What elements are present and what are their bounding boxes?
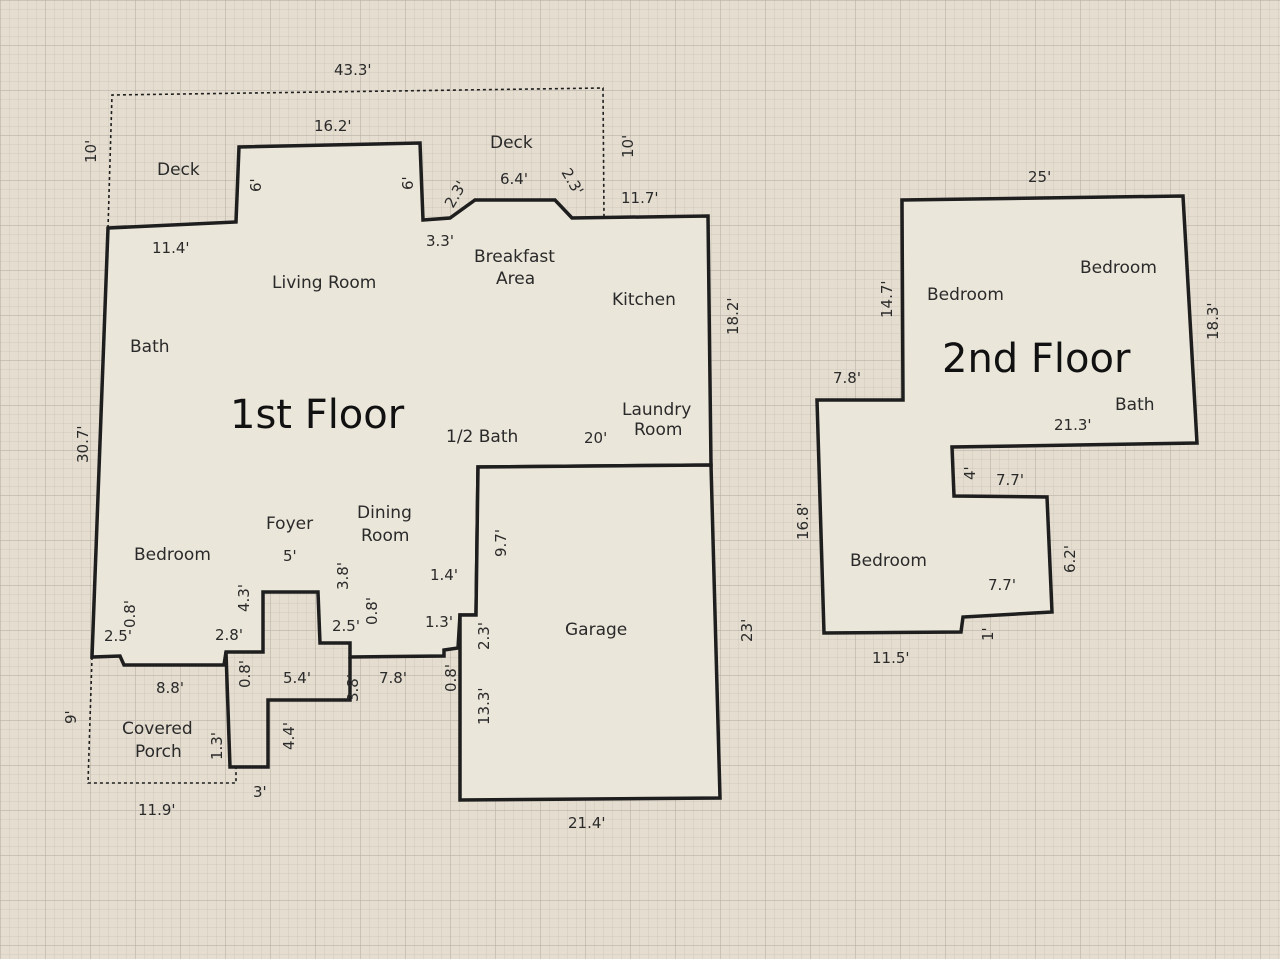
dim-23: 23' (738, 619, 756, 642)
dim-0-8-c: 0.8' (236, 660, 254, 688)
dim-0-8-d: 0.8' (442, 664, 460, 692)
dim-6-2: 6.2' (1061, 545, 1079, 573)
half-bath-label: 1/2 Bath (446, 427, 518, 447)
bedroom-2b-label: Bedroom (1080, 258, 1157, 278)
bedroom-2a-label: Bedroom (927, 285, 1004, 305)
living-room-label: Living Room (272, 273, 376, 293)
dining-label-2: Room (361, 526, 409, 546)
dim-7-7-a: 7.7' (996, 471, 1024, 489)
bath-label: Bath (130, 337, 170, 357)
dim-16-8: 16.8' (794, 502, 812, 540)
second-floor-outline (815, 194, 1199, 635)
bedroom-2c-label: Bedroom (850, 551, 927, 571)
foyer-label: Foyer (266, 514, 313, 534)
dim-7-8-a: 7.8' (379, 669, 407, 687)
dim-11-7: 11.7' (621, 189, 659, 207)
dim-2-3-c: 2.3' (475, 622, 493, 650)
dim-13-3: 13.3' (475, 687, 493, 725)
dim-43-3: 43.3' (334, 61, 372, 79)
dim-1: 1' (979, 627, 997, 641)
dining-label-1: Dining (357, 503, 412, 523)
garage (458, 463, 722, 802)
porch-label-1: Covered (122, 719, 193, 739)
dim-4-3: 4.3' (235, 584, 253, 612)
dim-25: 25' (1028, 168, 1051, 186)
dim-6-b: 6' (399, 176, 417, 190)
deck-left-label: Deck (157, 160, 200, 180)
breakfast-label-2: Area (496, 269, 535, 289)
dim-3: 3' (253, 783, 267, 801)
deck-right-label: Deck (490, 133, 533, 153)
dim-2-5-b: 2.5' (332, 617, 360, 635)
dim-14-7: 14.7' (878, 280, 896, 318)
dim-30-7: 30.7' (74, 425, 92, 463)
breakfast-label-1: Breakfast (474, 247, 555, 267)
dim-4-4: 4.4' (280, 722, 298, 750)
dim-5: 5' (283, 547, 297, 565)
deck-outline (107, 87, 605, 229)
dim-11-9: 11.9' (138, 801, 176, 819)
porch-label-2: Porch (135, 742, 182, 762)
laundry-label-1: Laundry (622, 400, 691, 420)
dim-7-8-b: 7.8' (833, 369, 861, 387)
dim-11-4: 11.4' (152, 239, 190, 257)
dim-10-left: 10' (82, 140, 100, 163)
kitchen-label: Kitchen (612, 290, 676, 310)
porch-outline (87, 656, 237, 784)
dim-2-5-a: 2.5' (104, 627, 132, 645)
dim-11-5: 11.5' (872, 649, 910, 667)
dim-0-8-b: 0.8' (363, 597, 381, 625)
dim-6-a: 6' (247, 178, 265, 192)
dim-18-2: 18.2' (724, 297, 742, 335)
garage-label: Garage (565, 620, 627, 640)
dim-9: 9' (62, 710, 80, 724)
bath-2-label: Bath (1115, 395, 1155, 415)
bedroom-first-label: Bedroom (134, 545, 211, 565)
dim-6-4: 6.4' (500, 170, 528, 188)
dim-5-4: 5.4' (283, 669, 311, 687)
dim-0-8-a: 0.8' (121, 600, 139, 628)
dim-1-3-b: 1.3' (208, 732, 226, 760)
dim-7-7-b: 7.7' (988, 576, 1016, 594)
dim-3-3: 3.3' (426, 232, 454, 250)
dim-4: 4' (961, 466, 979, 480)
dim-8-8: 8.8' (156, 679, 184, 697)
dim-20: 20' (584, 429, 607, 447)
dim-1-4: 1.4' (430, 566, 458, 584)
dim-9-7: 9.7' (492, 529, 510, 557)
dim-3-8-b: 3.8' (344, 674, 362, 702)
laundry-label-2: Room (634, 420, 682, 440)
dim-18-3: 18.3' (1204, 302, 1222, 340)
second-floor-title: 2nd Floor (942, 336, 1131, 382)
dim-1-3: 1.3' (425, 613, 453, 631)
dim-16-2: 16.2' (314, 117, 352, 135)
dim-21-4: 21.4' (568, 814, 606, 832)
first-floor-title: 1st Floor (230, 392, 405, 438)
porch-walls (224, 651, 352, 769)
dim-21-3: 21.3' (1054, 416, 1092, 434)
dim-10-right: 10' (619, 135, 637, 158)
dim-3-8-a: 3.8' (334, 562, 352, 590)
dim-2-8: 2.8' (215, 626, 243, 644)
